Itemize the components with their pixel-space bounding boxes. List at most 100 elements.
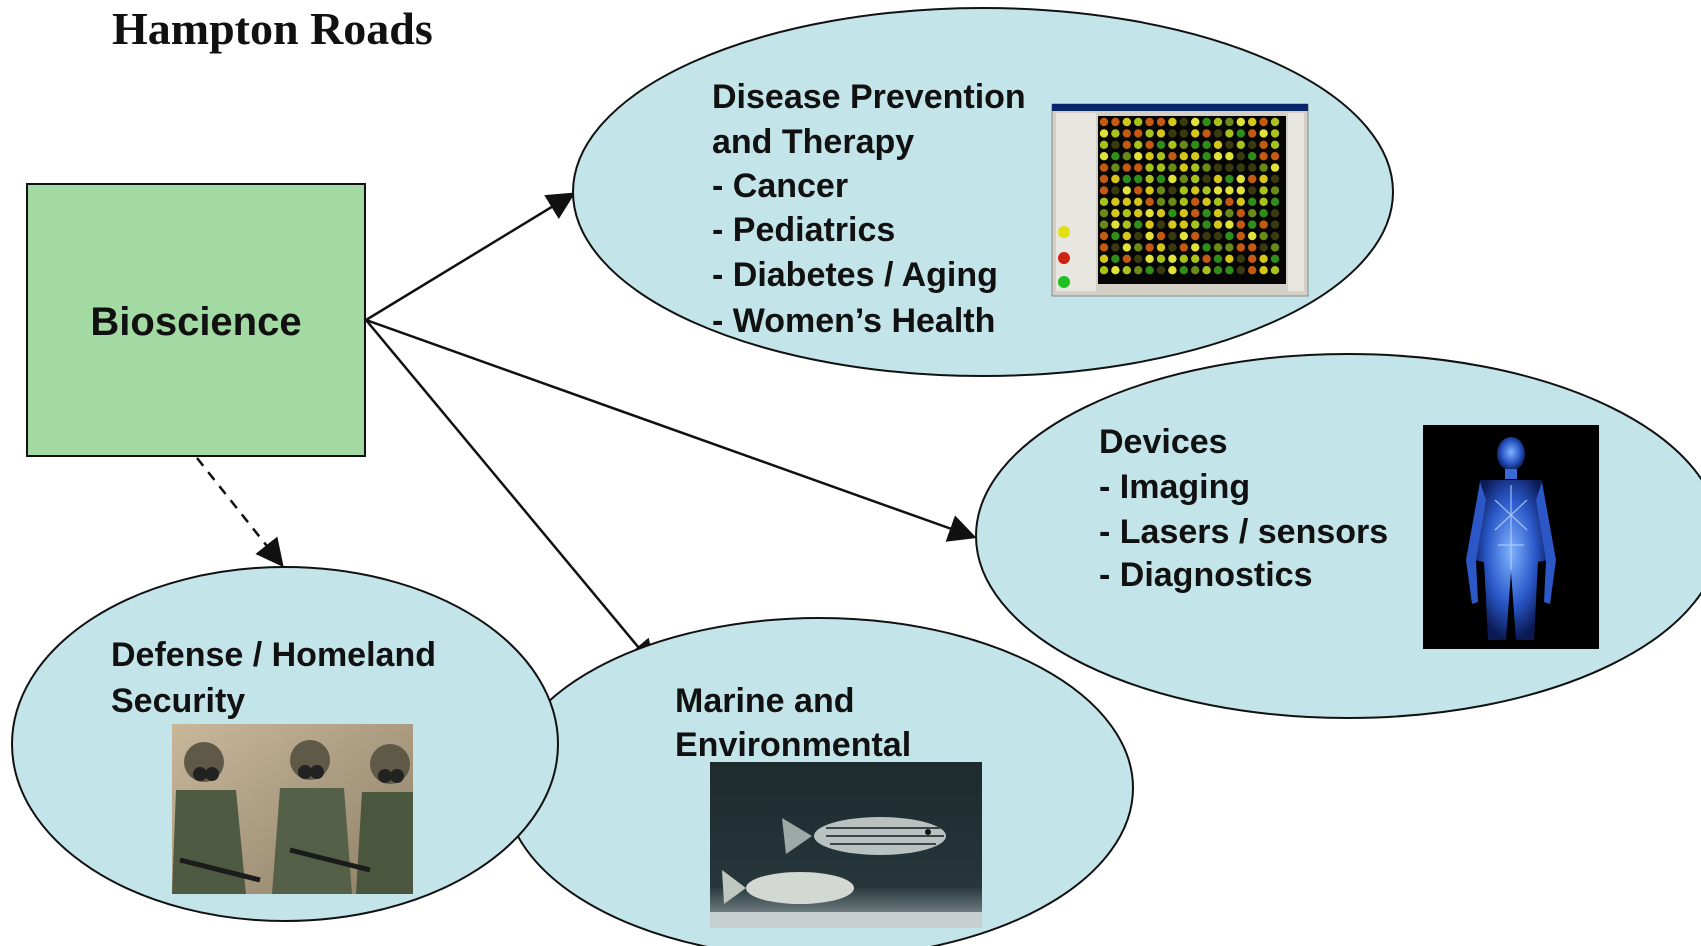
array-spot: [1099, 129, 1109, 138]
array-spot: [1168, 197, 1177, 206]
array-spot: [1134, 231, 1143, 241]
array-spot: [1213, 163, 1223, 172]
array-spot: [1099, 186, 1109, 195]
array-spot: [1225, 209, 1234, 218]
array-spot: [1134, 220, 1143, 229]
array-spot: [1191, 209, 1200, 218]
array-spot: [1111, 129, 1120, 138]
array-spot: [1225, 117, 1234, 127]
array-spot: [1168, 163, 1177, 172]
array-spot: [1191, 254, 1200, 263]
array-spot: [1145, 231, 1154, 241]
array-spot: [1259, 174, 1268, 184]
array-spot: [1270, 266, 1280, 275]
node-devices: Devices - Imaging - Lasers / sensors - D…: [975, 353, 1701, 719]
array-spot: [1248, 117, 1257, 127]
array-spot: [1213, 197, 1223, 206]
array-spot: [1122, 231, 1132, 241]
array-spot: [1134, 140, 1143, 149]
array-spot: [1236, 209, 1246, 218]
array-spot: [1122, 163, 1132, 172]
array-spot: [1134, 243, 1143, 252]
defense-line-1: Defense / Homeland: [111, 636, 436, 674]
array-spot: [1270, 243, 1280, 252]
disease-line-6: - Women’s Health: [712, 302, 995, 340]
array-spot: [1179, 266, 1189, 275]
array-spot: [1202, 129, 1211, 138]
array-spot: [1248, 186, 1257, 195]
array-spot: [1248, 254, 1257, 263]
array-spot: [1248, 140, 1257, 149]
array-spot: [1225, 163, 1234, 172]
array-spot: [1236, 197, 1246, 206]
array-spot: [1213, 174, 1223, 184]
array-spot: [1179, 129, 1189, 138]
array-spot: [1270, 117, 1280, 127]
array-spot: [1134, 186, 1143, 195]
array-spot: [1156, 129, 1166, 138]
hub-label: Bioscience: [90, 300, 301, 344]
array-spot: [1145, 117, 1154, 127]
array-spot: [1270, 209, 1280, 218]
array-spot: [1202, 231, 1211, 241]
array-spot: [1156, 243, 1166, 252]
arrow-to-devices: [365, 318, 977, 542]
array-spot: [1191, 174, 1200, 184]
array-spot: [1213, 220, 1223, 229]
array-spot: [1236, 129, 1246, 138]
array-spot: [1168, 231, 1177, 241]
page-title: Hampton Roads: [112, 3, 433, 54]
array-spot: [1259, 117, 1268, 127]
devices-line-2: - Imaging: [1099, 468, 1250, 506]
array-spot: [1259, 266, 1268, 275]
array-spot: [1168, 129, 1177, 138]
array-spot: [1168, 243, 1177, 252]
array-spot: [1156, 152, 1166, 161]
array-spot: [1236, 231, 1246, 241]
array-spot: [1156, 220, 1166, 229]
array-spot: [1168, 117, 1177, 127]
array-spot: [1179, 163, 1189, 172]
array-spot: [1111, 174, 1120, 184]
array-spot: [1179, 186, 1189, 195]
array-spot: [1122, 197, 1132, 206]
array-spot: [1213, 129, 1223, 138]
array-spot: [1270, 254, 1280, 263]
array-spot: [1225, 174, 1234, 184]
array-spot: [1168, 254, 1177, 263]
devices-line-3: - Lasers / sensors: [1099, 513, 1388, 551]
array-spot: [1145, 197, 1154, 206]
array-spot: [1156, 231, 1166, 241]
array-spot: [1145, 174, 1154, 184]
array-spot: [1270, 197, 1280, 206]
array-spot: [1248, 220, 1257, 229]
array-spot: [1213, 117, 1223, 127]
array-spot: [1213, 231, 1223, 241]
array-spot: [1122, 174, 1132, 184]
disease-line-1: Disease Prevention: [712, 78, 1026, 116]
array-spot: [1191, 140, 1200, 149]
array-spot: [1134, 117, 1143, 127]
array-spot: [1213, 209, 1223, 218]
array-spot: [1259, 163, 1268, 172]
array-spot: [1236, 163, 1246, 172]
array-spot: [1168, 174, 1177, 184]
array-spot: [1191, 197, 1200, 206]
array-spot: [1122, 254, 1132, 263]
array-spot: [1134, 197, 1143, 206]
array-spot: [1225, 243, 1234, 252]
array-spot: [1134, 266, 1143, 275]
array-spot: [1213, 152, 1223, 161]
fish-image: [710, 762, 982, 928]
array-spot: [1191, 152, 1200, 161]
array-spot: [1122, 220, 1132, 229]
array-spot: [1111, 266, 1120, 275]
array-spot: [1236, 174, 1246, 184]
array-spot: [1191, 129, 1200, 138]
arrow-to-disease: [365, 192, 576, 322]
array-spot: [1225, 254, 1234, 263]
hub-box: [26, 183, 366, 457]
connectors: [196, 192, 977, 669]
array-spot: [1225, 140, 1234, 149]
array-spot: [1236, 243, 1246, 252]
